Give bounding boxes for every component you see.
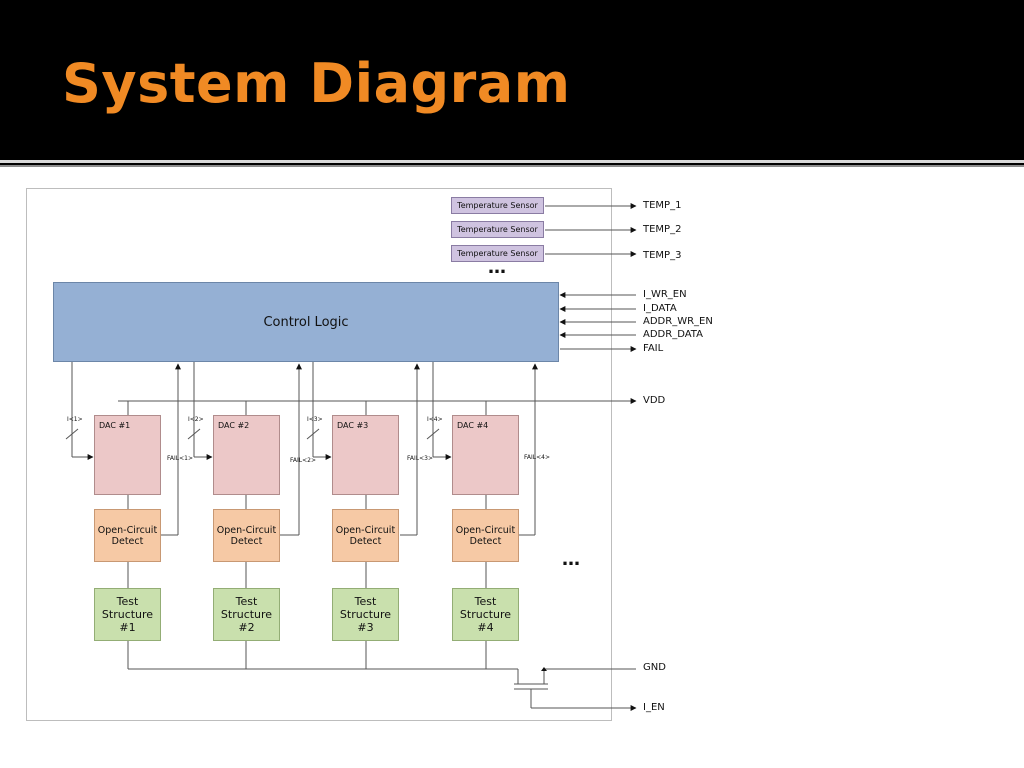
open-circuit-detect-block: Open-Circuit Detect xyxy=(213,509,280,562)
slide-title: System Diagram xyxy=(62,52,571,115)
signal-temp-2: TEMP_2 xyxy=(643,224,682,235)
open-circuit-detect-block: Open-Circuit Detect xyxy=(94,509,161,562)
signal-fail: FAIL xyxy=(643,343,664,354)
open-circuit-detect-block: Open-Circuit Detect xyxy=(332,509,399,562)
title-rule-bottom xyxy=(0,165,1024,167)
signal-i-data: I_DATA xyxy=(643,303,677,314)
signal-addr-wr-en: ADDR_WR_EN xyxy=(643,316,713,327)
title-bar: System Diagram xyxy=(0,0,1024,160)
test-structure-block: Test Structure #4 xyxy=(452,588,519,641)
diagram-frame xyxy=(26,188,612,721)
test-structure-block: Test Structure #1 xyxy=(94,588,161,641)
fail-label: FAIL<2> xyxy=(290,457,316,464)
current-label: I<2> xyxy=(188,416,204,423)
dac-label: DAC #2 xyxy=(218,421,250,430)
temperature-sensor-1: Temperature Sensor xyxy=(451,197,544,214)
diagram-canvas: Temperature Sensor Temperature Sensor Te… xyxy=(0,167,1024,768)
fail-label: FAIL<4> xyxy=(524,454,550,461)
signal-gnd: GND xyxy=(643,662,666,673)
open-circuit-detect-block: Open-Circuit Detect xyxy=(452,509,519,562)
channel-ellipsis: … xyxy=(562,549,581,570)
temperature-sensor-2: Temperature Sensor xyxy=(451,221,544,238)
current-label: I<4> xyxy=(427,416,443,423)
temperature-sensor-3: Temperature Sensor xyxy=(451,245,544,262)
signal-temp-1: TEMP_1 xyxy=(643,200,682,211)
title-rule-top xyxy=(0,160,1024,163)
dac-label: DAC #1 xyxy=(99,421,131,430)
signal-i-wr-en: I_WR_EN xyxy=(643,289,687,300)
dac-block: DAC #1 xyxy=(94,415,161,495)
current-label: I<1> xyxy=(67,416,83,423)
sensor-ellipsis: … xyxy=(488,257,507,278)
fail-label: FAIL<1> xyxy=(167,455,193,462)
signal-i-en: I_EN xyxy=(643,702,665,713)
control-logic-block: Control Logic xyxy=(53,282,559,362)
fail-label: FAIL<3> xyxy=(407,455,433,462)
test-structure-block: Test Structure #3 xyxy=(332,588,399,641)
dac-block: DAC #4 xyxy=(452,415,519,495)
dac-block: DAC #2 xyxy=(213,415,280,495)
current-label: I<3> xyxy=(307,416,323,423)
test-structure-block: Test Structure #2 xyxy=(213,588,280,641)
dac-block: DAC #3 xyxy=(332,415,399,495)
signal-temp-3: TEMP_3 xyxy=(643,250,682,261)
dac-label: DAC #4 xyxy=(457,421,489,430)
dac-label: DAC #3 xyxy=(337,421,369,430)
signal-vdd: VDD xyxy=(643,395,666,406)
signal-addr-data: ADDR_DATA xyxy=(643,329,703,340)
